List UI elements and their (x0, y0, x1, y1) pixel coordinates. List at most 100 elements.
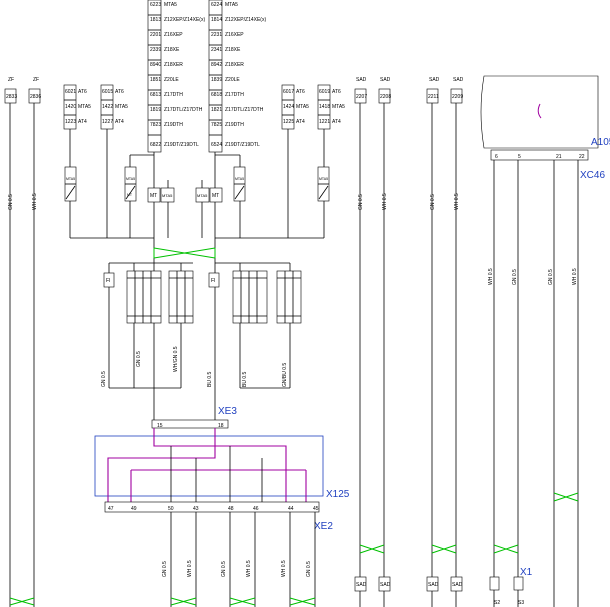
relay-lb-label: MTA5 (126, 177, 135, 181)
label-mid-gn2: GN 0.5 (136, 351, 142, 367)
xe2-pin-4: 48 (228, 506, 234, 512)
mt-left-label: MT (150, 193, 157, 199)
at6-la-text-1: MTA5 (78, 104, 91, 110)
label-gn-b: GN 0.5 (358, 194, 364, 210)
zf-label-1: ZF (33, 77, 39, 83)
code-right-2: 2231 (211, 32, 222, 38)
xe2-label: XE2 (314, 521, 333, 532)
sad-label-1: SAD (380, 77, 391, 83)
code-right-5: 1839 (211, 77, 222, 83)
code-left-0: 6223 (150, 2, 161, 8)
label-mid-bu: BU 0.5 (207, 371, 213, 387)
sad-box-0: SAD 2207 (354, 77, 367, 104)
x1-pin-0: S2 (494, 600, 500, 606)
at6-la-text-0: AT6 (78, 89, 87, 95)
fuse-left: FI (103, 272, 115, 288)
twisted-pair-markers (9, 492, 579, 606)
sad-code-3: 2209 (452, 94, 463, 100)
text-left-3: Z18XE (164, 47, 180, 53)
code-left-3: 2339 (150, 47, 161, 53)
bottom-sad-1: SAD (380, 582, 391, 588)
xe3-pin-b: 18 (218, 423, 224, 429)
fuse-left-label: FI (106, 278, 110, 284)
sad-label-0: SAD (356, 77, 367, 83)
wire-labels: GN 0.5 WH 0.5 GN 0.5 WH 0.5 GN 0.5 WH 0.… (8, 193, 578, 577)
zf-code-0: 2833 (6, 94, 17, 100)
xc46-pin-0: 6 (495, 154, 498, 160)
label-wh-b: WH 0.5 (382, 193, 388, 210)
label-b-wh: WH 0.5 (187, 560, 193, 577)
top-code-column-left: 6223 1813 2201 2339 8940 1851 6813 1819 … (147, 0, 205, 153)
bottom-sad-3: SAD (452, 582, 463, 588)
xc46-pin-2: 21 (556, 154, 562, 160)
xe2-out-wires (170, 512, 316, 607)
code-left-5: 1851 (150, 77, 161, 83)
xe2-pin-5: 46 (253, 506, 259, 512)
xe3-pin-a: 15 (157, 423, 163, 429)
sad-label-3: SAD (453, 77, 464, 83)
connector-xe3: XE3 15 18 (151, 406, 237, 429)
relay-symbol-right-b: MTA5 (317, 166, 330, 202)
at6-lb-text-2: AT4 (115, 119, 124, 125)
bottom-sad: SAD SAD SAD SAD (354, 576, 463, 607)
code-left-9: 6822 (150, 142, 161, 148)
bottom-sad-0: SAD (356, 582, 367, 588)
zf-box-left: ZF 2833 (4, 77, 17, 104)
label-wh-c: WH 0.5 (454, 193, 460, 210)
at6-rb-text-0: AT6 (332, 89, 341, 95)
at6-box-left-b: 6015 1422 1227 AT6 MTA5 AT4 (100, 84, 128, 130)
at6-ra-code-0: 6017 (283, 89, 294, 95)
connector-group-right-1 (232, 270, 268, 324)
relay-symbol-right-a: MTA5 (233, 166, 246, 202)
at6-lb-text-1: MTA5 (115, 104, 128, 110)
branch-wires (108, 262, 291, 389)
label-b-wh3: WH 0.5 (281, 560, 287, 577)
relay-lb-mt: MT (127, 193, 133, 197)
connector-xe2: XE2 47 49 50 43 48 46 44 45 (104, 501, 333, 532)
code-left-7: 1819 (150, 107, 161, 113)
label-wh-a: WH 0.5 (32, 193, 38, 210)
xe3-label: XE3 (218, 406, 237, 417)
zf-label-0: ZF (8, 77, 14, 83)
at6-rb-text-2: AT4 (332, 119, 341, 125)
fuse-right: FI (208, 272, 220, 288)
text-right-4: Z18XER (225, 62, 244, 68)
code-right-1: 1814 (211, 17, 222, 23)
text-left-2: Z16XEP (164, 32, 183, 38)
at6-la-code-0: 6021 (65, 89, 76, 95)
xe2-pin-6: 44 (288, 506, 294, 512)
sad-code-0: 2207 (356, 94, 367, 100)
at6-ra-code-1: 1424 (283, 104, 294, 110)
sad-box-2: SAD 2211 (426, 77, 440, 104)
code-right-9: 6524 (211, 142, 222, 148)
at6-lb-text-0: AT6 (115, 89, 124, 95)
text-left-7: Z17DTL/Z17DTH (164, 107, 203, 113)
at6-ra-code-2: 1225 (283, 119, 294, 125)
xe2-pin-1: 49 (131, 506, 137, 512)
label-b-gn3: GN 0.5 (306, 561, 312, 577)
xc46-pin-1: 5 (518, 154, 521, 160)
module-a105: A105 (480, 75, 610, 149)
text-right-9: Z19DT/Z19DTL (225, 142, 260, 148)
at6-box-right-a: 6017 1424 1225 AT6 MTA5 AT4 (281, 84, 309, 130)
top-code-column-right: 6224 1814 2231 2341 8942 1839 6818 1821 … (208, 0, 266, 153)
text-left-4: Z18XER (164, 62, 183, 68)
code-right-8: 7825 (211, 122, 222, 128)
label-mid-wh: WH/GN 0.5 (173, 346, 179, 372)
sad-code-2: 2211 (428, 94, 439, 100)
mt-right-label: MT (212, 193, 219, 199)
connector-xc46: 6 5 21 22 XC46 (490, 149, 605, 181)
xe2-pin-7: 45 (313, 506, 319, 512)
label-mid-gn: GN 0.5 (101, 371, 107, 387)
connector-x1: X1 S2 S3 (489, 567, 533, 607)
text-right-8: Z19DTH (225, 122, 244, 128)
mta5-left-label: MTA5 (162, 193, 173, 198)
text-left-6: Z17DTH (164, 92, 183, 98)
at6-ra-text-2: AT4 (296, 119, 305, 125)
at6-rb-code-1: 1418 (319, 104, 330, 110)
label-mid-gnbu: GN/BU 0.5 (282, 363, 288, 387)
label-r-gn2: GN 0.5 (548, 269, 554, 285)
text-left-1: Z12XEP/Z14XE(x) (164, 17, 205, 23)
label-r-gn: GN 0.5 (512, 269, 518, 285)
relay-ra-label: MTA5 (235, 177, 244, 181)
